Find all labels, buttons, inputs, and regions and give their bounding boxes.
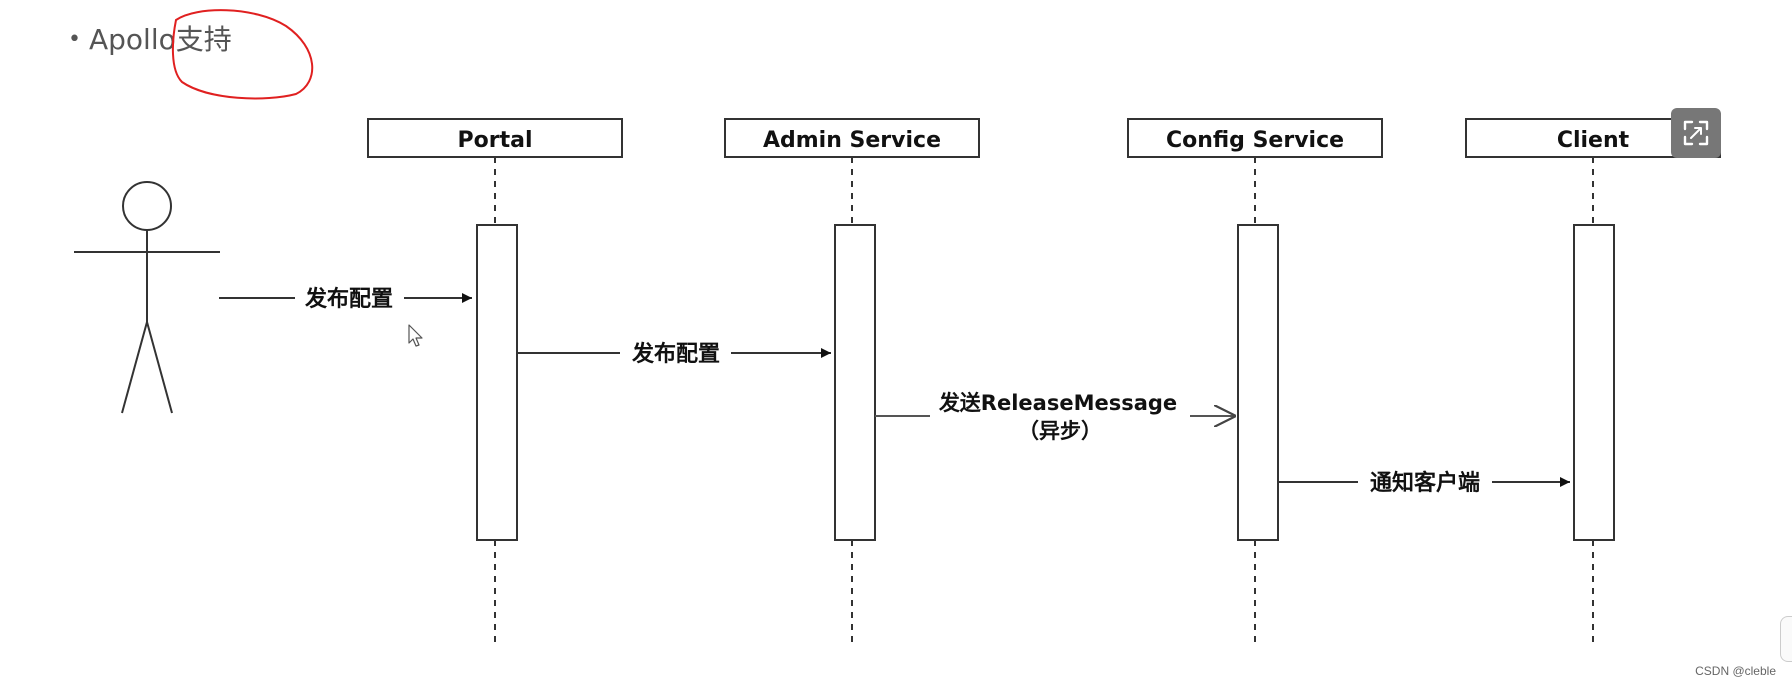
actor-figure: [74, 181, 220, 414]
participant-label: Config Service: [1166, 128, 1344, 153]
activation-bar: [1237, 224, 1279, 541]
message-label: 通知客户端: [1370, 470, 1480, 496]
bullet-heading: • Apollo支持: [68, 18, 232, 58]
message-portal-to-admin: 发布配置: [517, 341, 831, 367]
mouse-cursor-icon: [408, 324, 423, 347]
participant-config-service: Config Service: [1127, 118, 1383, 648]
watermark-text: CSDN @cleble: [1695, 664, 1776, 678]
red-circle-annotation: [171, 9, 314, 100]
message-label: 发送ReleaseMessage: [938, 391, 1177, 415]
activation-bar: [834, 224, 876, 541]
participant-client: Client: [1465, 118, 1721, 648]
bullet-text-prefix: Apollo: [88, 23, 176, 56]
message-label: 发布配置: [631, 341, 720, 367]
activation-bar: [476, 224, 518, 541]
participant-portal: Portal: [367, 118, 623, 648]
participant-admin-service: Admin Service: [724, 118, 980, 648]
participant-label: Portal: [458, 128, 533, 153]
message-label: 发布配置: [304, 286, 393, 312]
message-actor-to-portal: 发布配置: [219, 286, 472, 312]
message-config-to-client: 通知客户端: [1278, 470, 1570, 496]
participant-label: Admin Service: [763, 128, 941, 153]
bullet-dot: •: [68, 27, 81, 52]
participant-label: Client: [1557, 128, 1630, 153]
expand-icon: [1683, 120, 1709, 146]
bullet-text-highlight: 支持: [175, 23, 232, 56]
message-admin-to-config-async: 发送ReleaseMessage （异步）: [875, 391, 1236, 443]
side-panel-handle[interactable]: [1780, 616, 1792, 662]
message-sublabel: （异步）: [1018, 419, 1102, 443]
expand-button[interactable]: [1671, 108, 1721, 158]
activation-bar: [1573, 224, 1615, 541]
